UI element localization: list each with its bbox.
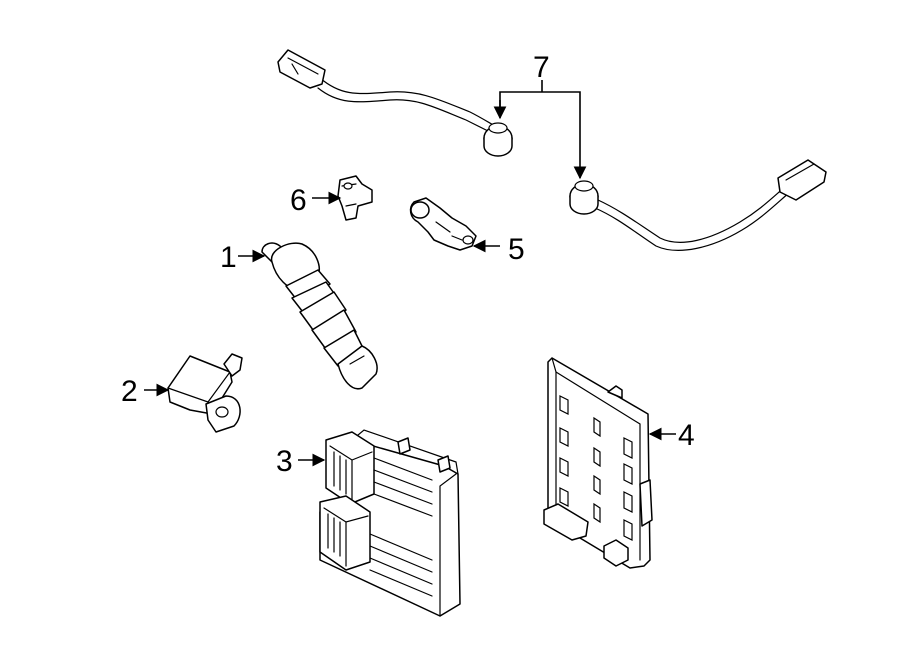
knock-sensor-upper — [277, 49, 513, 157]
callout-1: 1 — [220, 241, 237, 274]
leader-lines — [144, 80, 676, 467]
callout-4: 4 — [678, 419, 695, 452]
callout-3: 3 — [276, 445, 293, 478]
sensor-part-5 — [409, 197, 477, 251]
sensor-part-1 — [261, 242, 378, 390]
callout-6: 6 — [290, 184, 307, 217]
callout-2: 2 — [121, 375, 138, 408]
control-module-part-4 — [543, 357, 653, 569]
callout-7: 7 — [533, 51, 550, 84]
sensor-part-6 — [337, 175, 373, 221]
knock-sensor-lower — [569, 159, 827, 251]
callout-labels: 1 2 3 4 5 6 7 — [121, 51, 695, 478]
callout-5: 5 — [508, 233, 525, 266]
sensor-part-2 — [167, 353, 243, 433]
control-module-part-3 — [319, 429, 461, 617]
